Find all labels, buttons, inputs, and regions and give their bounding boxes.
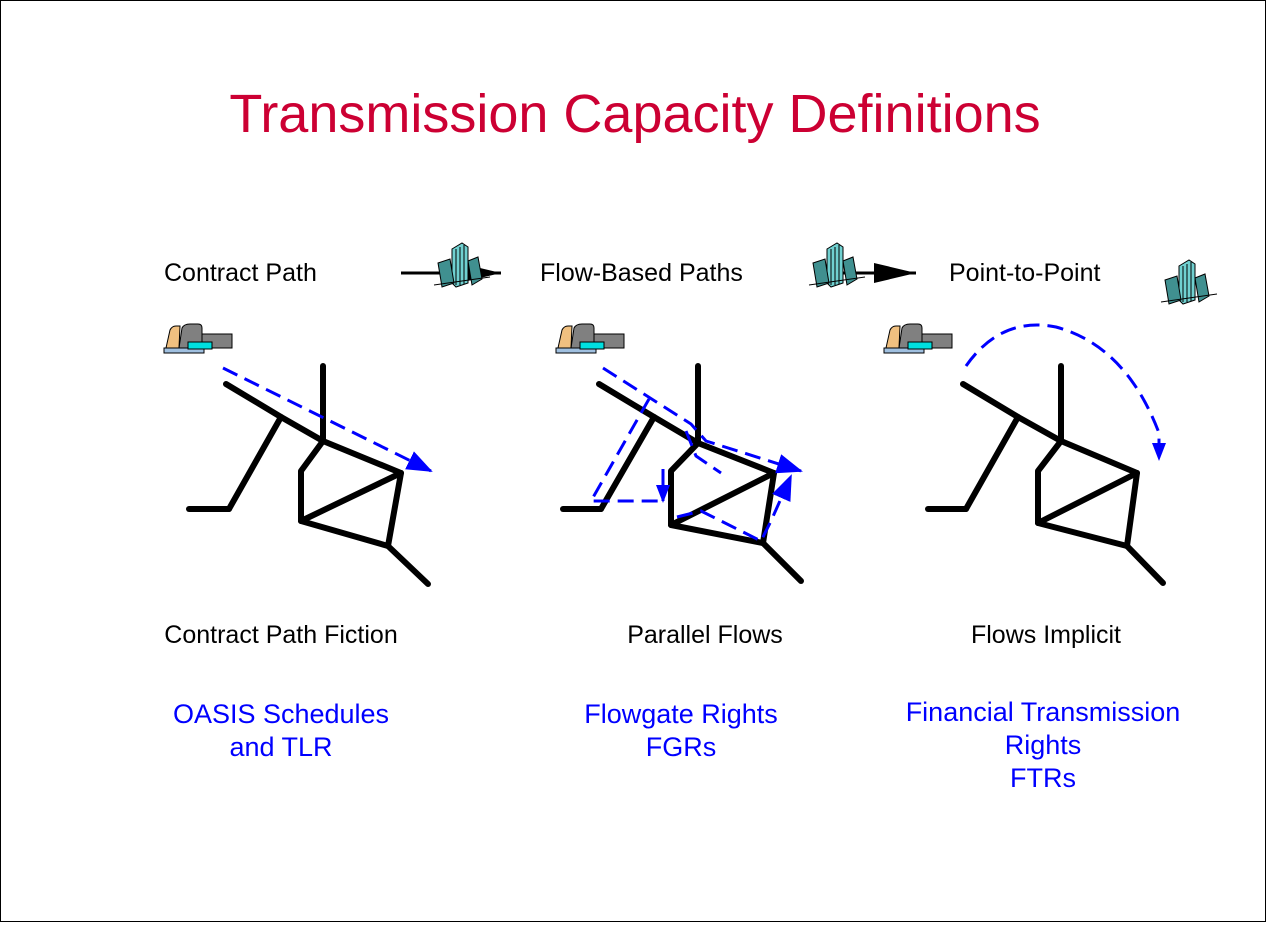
stage-label-point-to-point: Point-to-Point [949,259,1101,287]
caption-parallel-flows: Parallel Flows [627,621,783,649]
city-buildings-icon [1160,259,1218,305]
rights-oasis-line-2: and TLR [229,732,333,762]
contract-path-flow-arrow [222,366,433,473]
rights-financial: Financial Transmission Rights FTRs [853,696,1233,795]
point-to-point-flow-arrow [964,323,1166,461]
caption-contract-path-fiction: Contract Path Fiction [164,621,398,649]
city-buildings-icon [433,242,491,288]
network-flow-based [560,363,804,584]
stage-label-contract-path: Contract Path [164,259,317,287]
rights-financial-line-2: Rights [1004,730,1082,760]
caption-flows-implicit: Flows Implicit [970,621,1121,649]
rights-flowgate-line-2: FGRs [645,732,717,762]
parallel-flow-arrows [588,366,803,544]
network-point-to-point [925,363,1166,586]
network-contract-path [186,363,431,587]
slide-title: Transmission Capacity Definitions [229,84,1041,144]
rights-financial-line-1: Financial Transmission [905,697,1181,727]
stage-label-flow-based-paths: Flow-Based Paths [540,259,743,287]
rights-oasis: OASIS Schedules and TLR [91,698,471,764]
city-buildings-icon [808,242,866,288]
power-plant-icon [555,323,625,354]
rights-financial-line-3: FTRs [1010,763,1076,793]
power-plant-icon [163,323,233,354]
rights-oasis-line-1: OASIS Schedules [172,699,390,729]
rights-flowgate-line-1: Flowgate Rights [584,699,778,729]
rights-flowgate: Flowgate Rights FGRs [491,698,871,764]
power-plant-icon [883,323,953,354]
